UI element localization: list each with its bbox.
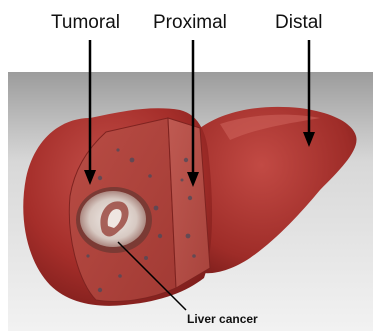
tumor bbox=[76, 187, 152, 253]
label-distal: Distal bbox=[275, 12, 323, 34]
label-proximal: Proximal bbox=[153, 12, 227, 34]
label-tumoral: Tumoral bbox=[51, 12, 120, 34]
label-liver-cancer: Liver cancer bbox=[187, 312, 258, 326]
